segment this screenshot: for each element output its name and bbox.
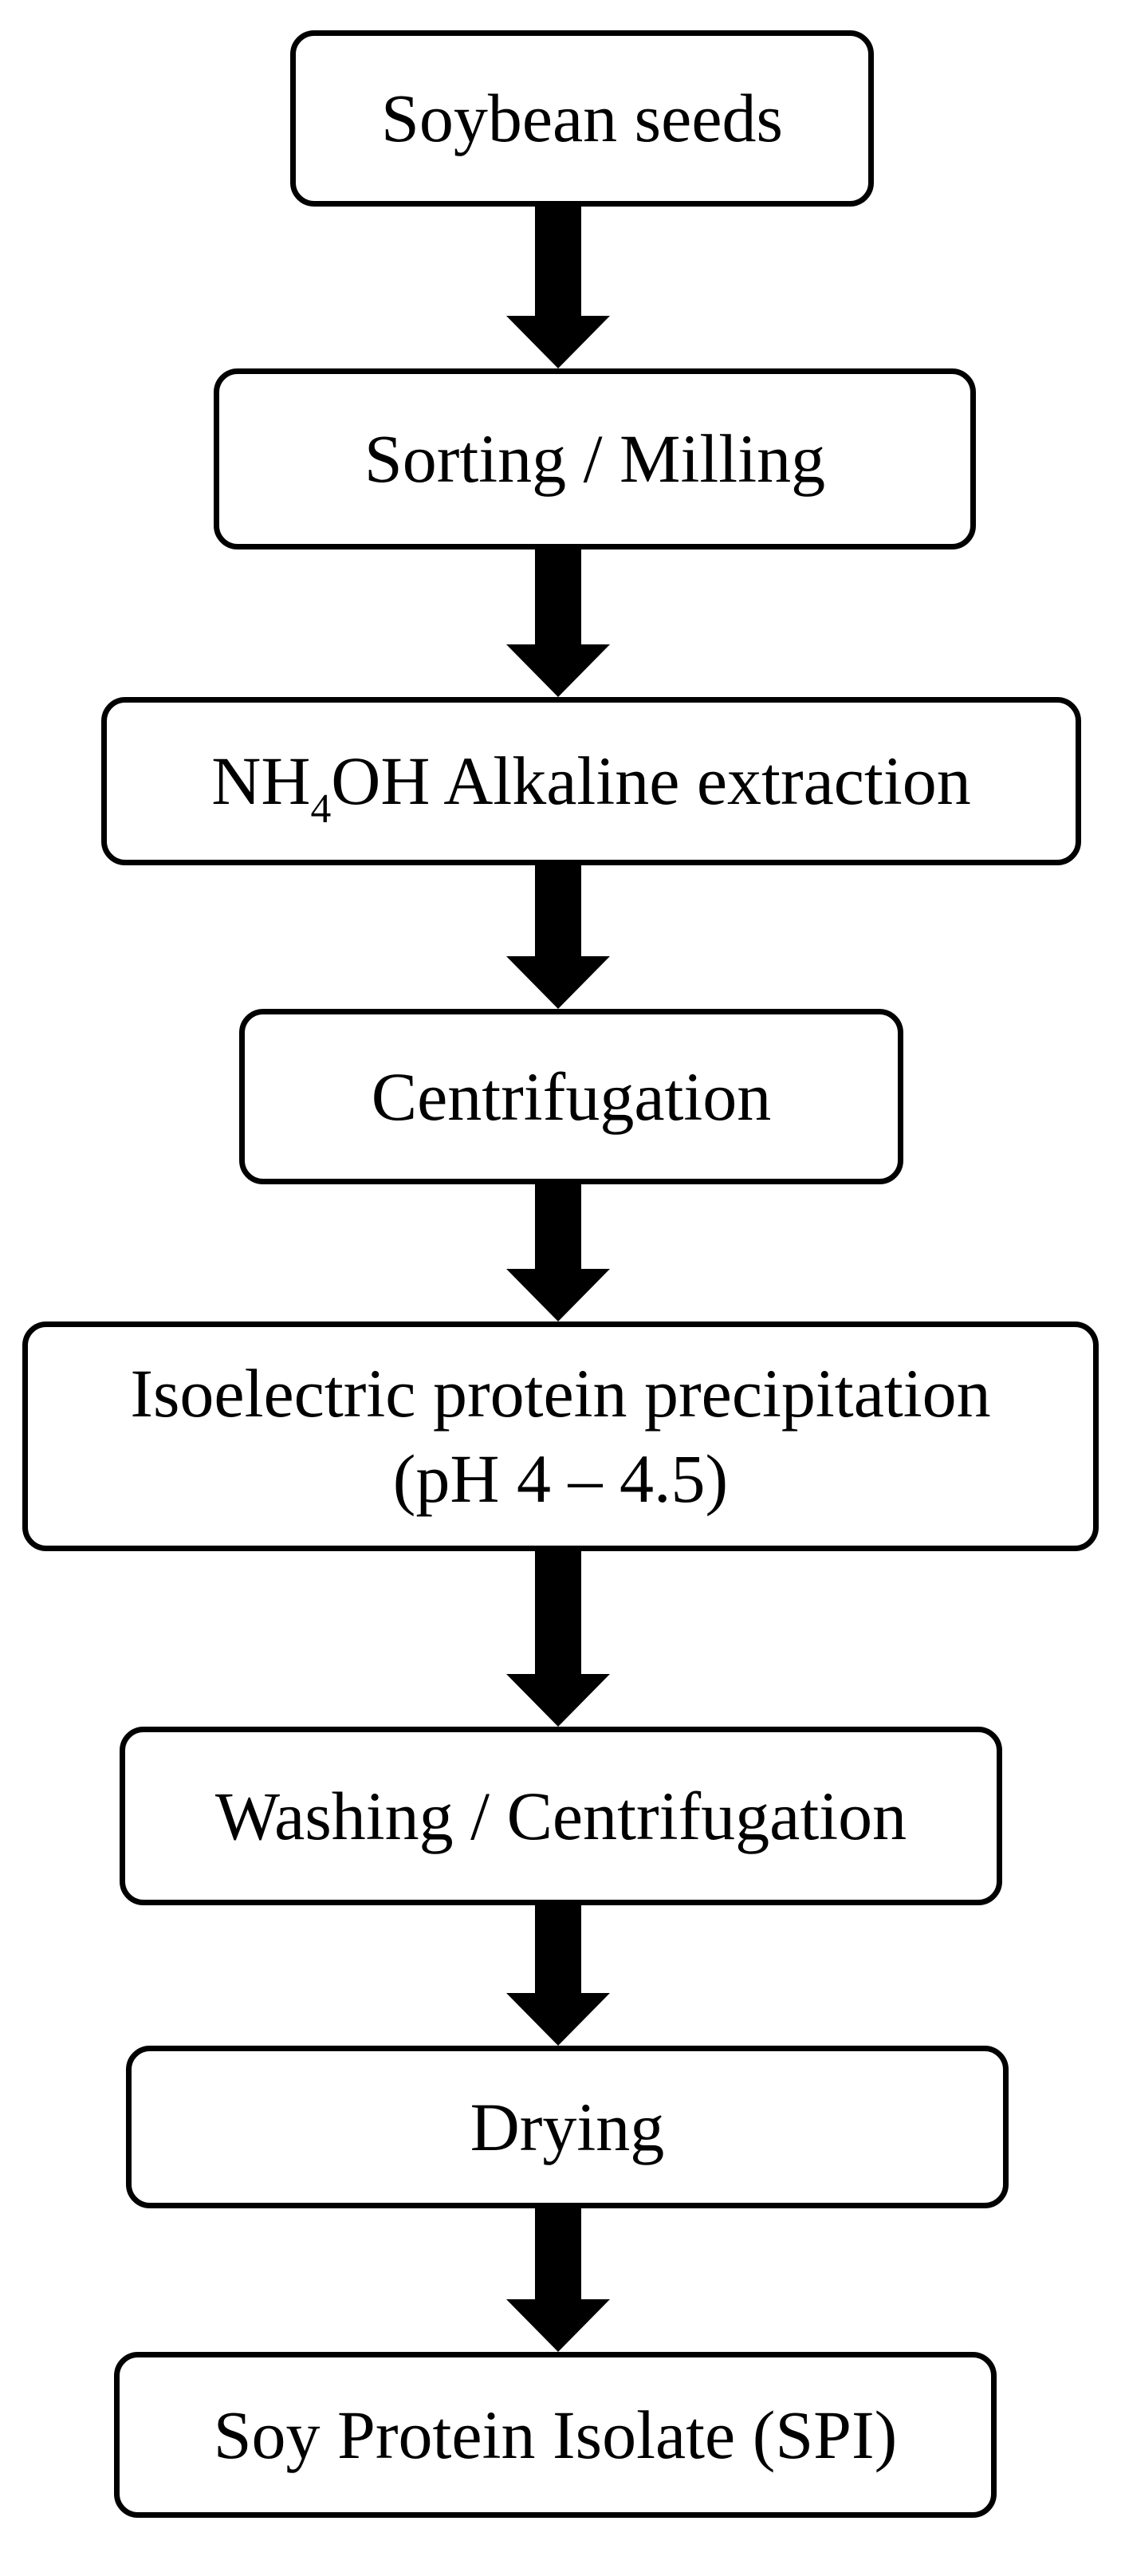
flow-arrow-down-1 <box>506 203 610 368</box>
flow-arrow-down-3 <box>506 862 610 1009</box>
step-label-line2: (pH 4 – 4.5) <box>392 1440 729 1517</box>
flow-step-sorting-milling: Sorting / Milling <box>214 368 976 549</box>
flow-step-centrifugation: Centrifugation <box>239 1009 903 1184</box>
arrow-head-icon <box>506 1993 610 2046</box>
step-label: Isoelectric protein precipitation (pH 4 … <box>122 1351 998 1522</box>
flow-step-soy-protein-isolate: Soy Protein Isolate (SPI) <box>114 2352 997 2518</box>
flow-arrow-down-7 <box>506 2205 610 2352</box>
arrow-stem <box>535 203 581 316</box>
step-label-part-suffix: OH Alkaline extraction <box>331 742 971 820</box>
arrow-stem <box>535 2205 581 2299</box>
flow-arrow-down-2 <box>506 546 610 697</box>
flow-arrow-down-5 <box>506 1548 610 1727</box>
arrow-head-icon <box>506 2299 610 2352</box>
flow-arrow-down-6 <box>506 1902 610 2046</box>
flow-step-nh4oh-alkaline-extraction: NH4OH Alkaline extraction <box>101 697 1081 865</box>
step-label: NH4OH Alkaline extraction <box>203 742 978 829</box>
step-label: Soybean seeds <box>381 80 783 157</box>
arrow-head-icon <box>506 1269 610 1321</box>
step-label-part-prefix: NH <box>211 742 311 820</box>
arrow-head-icon <box>506 956 610 1009</box>
step-label: Drying <box>470 2088 665 2165</box>
step-label: Washing / Centrifugation <box>214 1777 907 1854</box>
flow-step-washing-centrifugation: Washing / Centrifugation <box>120 1727 1002 1905</box>
arrow-stem <box>535 1902 581 1993</box>
subscript-4: 4 <box>310 786 332 832</box>
step-label-line1: Isoelectric protein precipitation <box>130 1354 991 1432</box>
flow-step-soybean-seeds: Soybean seeds <box>290 30 874 207</box>
arrow-stem <box>535 546 581 644</box>
step-label: Sorting / Milling <box>364 420 826 498</box>
flow-step-drying: Drying <box>126 2046 1009 2208</box>
arrow-head-icon <box>506 644 610 697</box>
flow-step-isoelectric-protein-precipitation: Isoelectric protein precipitation (pH 4 … <box>22 1321 1099 1551</box>
arrow-head-icon <box>506 316 610 368</box>
flow-arrow-down-4 <box>506 1181 610 1321</box>
arrow-stem <box>535 1181 581 1269</box>
arrow-head-icon <box>506 1674 610 1727</box>
step-label: Centrifugation <box>371 1058 772 1135</box>
step-label: Soy Protein Isolate (SPI) <box>213 2396 898 2473</box>
arrow-stem <box>535 862 581 956</box>
arrow-stem <box>535 1548 581 1674</box>
